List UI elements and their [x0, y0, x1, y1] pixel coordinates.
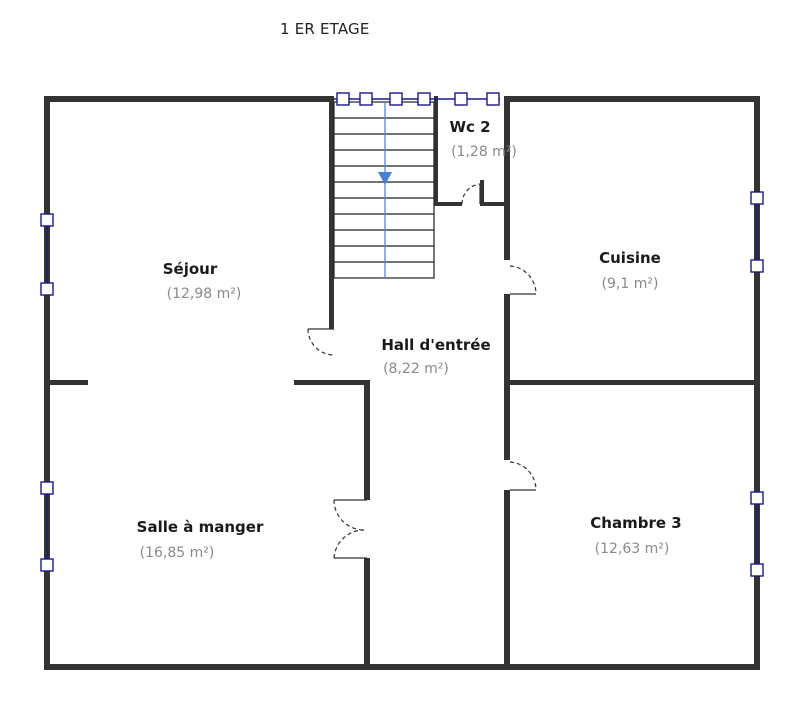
room-label-cuisine: Cuisine (9,1 m²): [599, 249, 661, 292]
room-label-salle: Salle à manger (16,85 m²): [137, 518, 264, 561]
room-area-salle: (16,85 m²): [140, 545, 215, 561]
doors: [307, 183, 537, 559]
room-area-wc: (1,28 m²): [451, 144, 517, 160]
floor-title: 1 ER ETAGE: [280, 20, 370, 38]
room-label-sejour: Séjour (12,98 m²): [163, 260, 242, 302]
room-area-cuisine: (9,1 m²): [602, 276, 659, 292]
room-name-chambre: Chambre 3: [590, 514, 681, 532]
room-label-wc: Wc 2 (1,28 m²): [449, 118, 516, 160]
room-area-chambre: (12,63 m²): [595, 541, 670, 557]
stairs: [333, 101, 435, 279]
windows: [40, 92, 764, 577]
room-label-chambre: Chambre 3 (12,63 m²): [590, 514, 681, 557]
walls: [44, 96, 760, 670]
room-name-hall: Hall d'entrée: [381, 336, 490, 354]
stairs-direction-arrow: [378, 102, 392, 278]
room-area-sejour: (12,98 m²): [167, 286, 242, 302]
room-label-hall: Hall d'entrée (8,22 m²): [381, 336, 490, 377]
room-name-cuisine: Cuisine: [599, 249, 661, 267]
room-area-hall: (8,22 m²): [383, 361, 449, 377]
room-name-wc: Wc 2: [449, 118, 490, 136]
room-name-sejour: Séjour: [163, 260, 218, 278]
room-name-salle: Salle à manger: [137, 518, 264, 536]
